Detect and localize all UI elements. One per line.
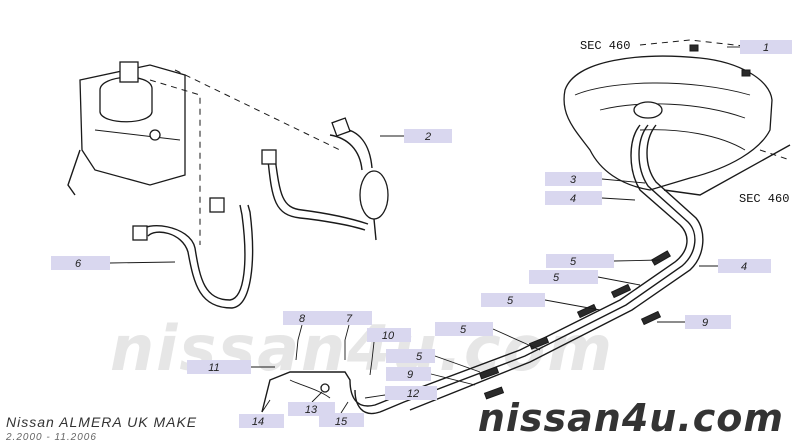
callout-4a: 4 (545, 191, 602, 205)
callout-14: 14 (239, 414, 284, 428)
callout-9b: 9 (386, 367, 431, 381)
callout-label: 5 (553, 272, 560, 284)
callout-5c: 5 (481, 293, 545, 307)
callout-7: 7 (327, 311, 372, 325)
callout-label: 13 (305, 404, 318, 416)
callout-5d: 5 (435, 322, 493, 336)
callout-8: 8 (283, 311, 329, 325)
hose-with-bulb (261, 117, 389, 241)
callout-label: 12 (407, 388, 419, 400)
sec-ref-top: SEC 460 (580, 39, 630, 53)
leader-lines (109, 46, 740, 414)
callout-12: 12 (385, 386, 437, 400)
return-hose (132, 197, 254, 309)
fuel-filter-assembly (67, 61, 341, 245)
callout-label: 5 (507, 295, 514, 307)
fuel-tank (563, 39, 791, 191)
callout-label: 7 (346, 313, 353, 325)
callout-label: 2 (424, 131, 431, 143)
sec-ref-right: SEC 460 (739, 192, 789, 206)
callout-9a: 9 (685, 315, 731, 329)
callout-5b: 5 (529, 270, 598, 284)
callout-2: 2 (404, 129, 452, 143)
model-caption: Nissan ALMERA UK MAKE (6, 414, 198, 430)
callout-10: 10 (367, 328, 411, 342)
callout-label: 5 (416, 351, 423, 363)
callout-label: 4 (741, 261, 747, 273)
callout-label: 9 (702, 317, 708, 329)
callout-5e: 5 (386, 349, 435, 363)
callout-13: 13 (288, 402, 335, 416)
fuel-lines (261, 124, 791, 415)
callout-label: 8 (299, 313, 306, 325)
callout-label: 5 (570, 256, 577, 268)
callout-3: 3 (545, 172, 602, 186)
callout-15: 15 (319, 413, 364, 428)
callout-4b: 4 (718, 259, 771, 273)
callout-label: 4 (570, 193, 576, 205)
callout-label: 11 (208, 362, 219, 374)
callout-label: 14 (252, 416, 264, 428)
callout-label: 1 (763, 42, 769, 54)
brand-logo: nissan4u.com (477, 396, 784, 440)
callout-label: 3 (570, 174, 577, 186)
callout-label: 10 (382, 330, 395, 342)
callout-label: 9 (407, 369, 413, 381)
callout-label: 15 (335, 416, 348, 428)
callout-label: 5 (460, 324, 467, 336)
callout-label: 6 (75, 258, 82, 270)
callout-1: 1 (740, 40, 792, 54)
callout-6: 6 (51, 256, 110, 270)
production-dates: 2.2000 - 11.2006 (6, 432, 97, 443)
callout-11: 11 (187, 360, 251, 374)
callout-5a: 5 (546, 254, 614, 268)
